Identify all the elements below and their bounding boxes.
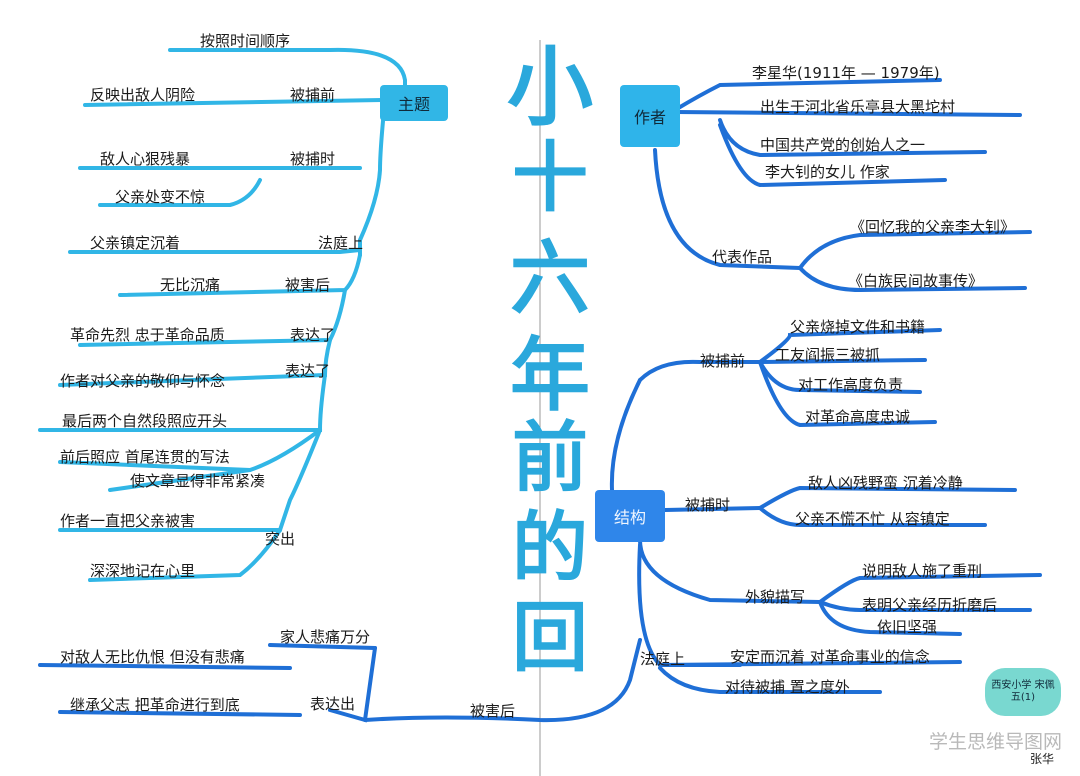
struct-fating-1: 安定而沉着 对革命事业的信念: [730, 648, 930, 666]
beibu-child-2: 父亲处变不惊: [115, 188, 206, 206]
author-child-2: 出生于河北省乐亭县大黑坨村: [760, 98, 956, 116]
title-char-3: 六: [510, 231, 590, 325]
left-branches: [38, 47, 407, 582]
struct-beibu-shi: 被捕时: [685, 496, 731, 514]
title-char-4: 年: [510, 328, 590, 422]
badge-node: 西安小学 宋佩 五(1): [985, 668, 1061, 716]
struct-beibu-shi-1: 敌人凶残野蛮 沉着冷静: [808, 474, 963, 492]
bottom-branches: [38, 638, 642, 723]
works-label: 代表作品: [712, 248, 773, 266]
fating-label: 法庭上: [318, 234, 364, 252]
tuchu-child-2: 深深地记在心里: [90, 562, 196, 580]
theme-child-1: 按照时间顺序: [200, 32, 291, 50]
struct-fating-2: 对待被捕 置之度外: [725, 678, 850, 696]
middle-3: 使文章显得非常紧凑: [130, 472, 266, 490]
struct-waimao: 外貌描写: [745, 588, 806, 606]
title-char-5: 前: [512, 413, 588, 502]
struct-beibu-qian-4: 对革命高度忠诚: [805, 408, 911, 426]
watermark: 学生思维导图网: [928, 731, 1062, 753]
theme-node: 主题: [380, 85, 448, 121]
bottom-child-1: 对敌人无比仇恨 但没有悲痛: [60, 648, 245, 666]
structure-node: 结构: [595, 490, 665, 542]
theme-beibu: 被捕前: [290, 86, 336, 104]
struct-beibu-shi-2: 父亲不慌不忙 从容镇定: [795, 510, 950, 528]
struct-beibu-qian: 被捕前: [700, 352, 746, 370]
struct-beibu-qian-3: 对工作高度负责: [798, 376, 904, 394]
beibu-child-1: 敌人心狠残暴: [100, 150, 191, 168]
beihai-label: 被害后: [285, 276, 331, 294]
bottom-child-2: 继承父志 把革命进行到底: [70, 696, 240, 714]
author-node: 作者: [620, 85, 680, 147]
tuchu-child-1: 作者一直把父亲被害: [60, 512, 196, 530]
struct-beibu-qian-1: 父亲烧掉文件和书籍: [790, 318, 926, 336]
biaoda-child-1: 革命先烈 忠于革命品质: [70, 326, 225, 344]
title-char-6: 的: [512, 503, 588, 592]
struct-waimao-1: 说明敌人施了重刑: [862, 562, 983, 580]
signature: 张华: [1030, 752, 1055, 766]
struct-beibu-qian-2: 工友阎振三被抓: [775, 346, 881, 364]
right-branches: [609, 78, 1042, 694]
works-1: 《回忆我的父亲李大钊》: [850, 218, 1016, 236]
author-child-1: 李星华(1911年 — 1979年): [752, 64, 940, 82]
struct-fating: 法庭上: [640, 650, 686, 668]
author-child-4: 李大钊的女儿 作家: [765, 163, 890, 181]
biaoda-child-2: 作者对父亲的敬仰与怀念: [60, 372, 226, 390]
bottom-branch: 被害后: [470, 702, 516, 720]
middle-2: 前后照应 首尾连贯的写法: [60, 448, 230, 466]
middle-1: 最后两个自然段照应开头: [62, 412, 228, 430]
tuchu-label: 突出: [265, 530, 296, 548]
biaoda-label-2: 表达了: [285, 362, 331, 380]
theme-child-2: 反映出敌人阴险: [90, 86, 196, 104]
title-char-2: 十: [512, 133, 588, 222]
fating-child: 父亲镇定沉着: [90, 234, 181, 252]
beibu-label: 被捕时: [290, 150, 336, 168]
bottom-label-2: 表达出: [310, 695, 356, 713]
struct-waimao-3: 依旧坚强: [877, 618, 938, 636]
struct-waimao-2: 表明父亲经历折磨后: [862, 596, 998, 614]
title-char-7: 回: [512, 593, 588, 682]
bottom-label-1: 家人悲痛万分: [280, 628, 371, 646]
beihai-child: 无比沉痛: [160, 276, 221, 294]
title-char-1: 小: [507, 37, 593, 138]
works-2: 《白族民间故事传》: [848, 272, 984, 290]
biaoda-label-1: 表达了: [290, 326, 336, 344]
author-child-3: 中国共产党的创始人之一: [760, 136, 926, 154]
